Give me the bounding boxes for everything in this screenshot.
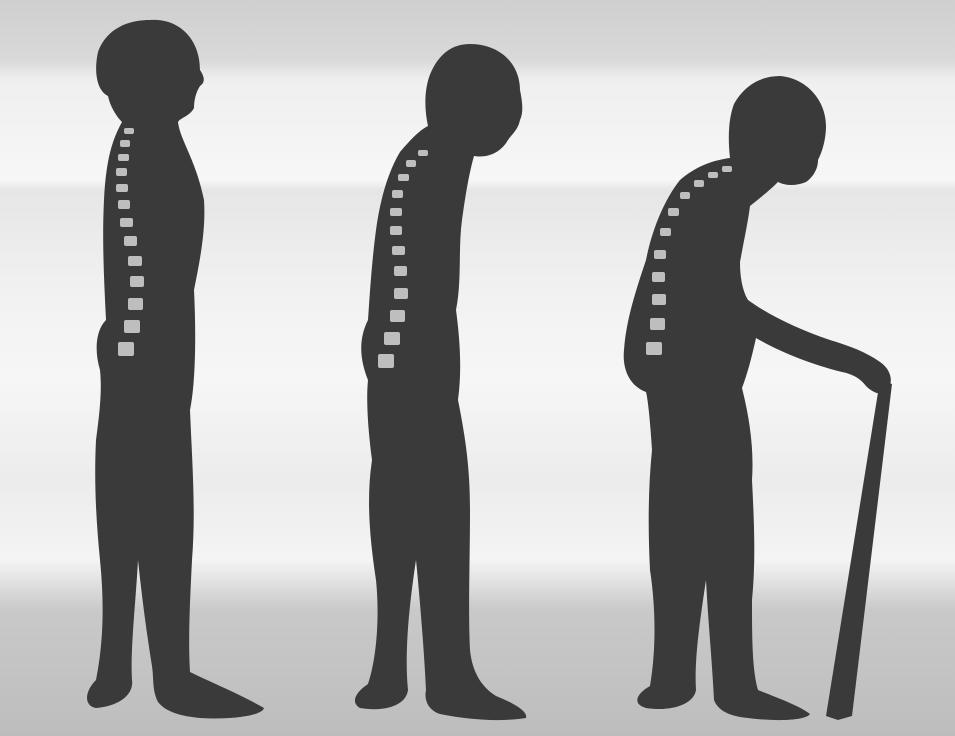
posture-illustration bbox=[0, 0, 955, 736]
silhouette-canvas bbox=[0, 0, 955, 736]
